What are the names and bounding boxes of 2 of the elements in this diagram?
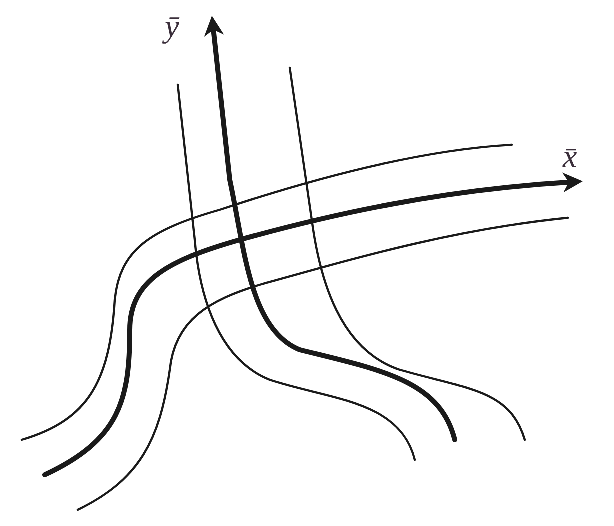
- axis-label: x̄: [563, 140, 578, 172]
- axis-label: ȳ: [165, 10, 180, 42]
